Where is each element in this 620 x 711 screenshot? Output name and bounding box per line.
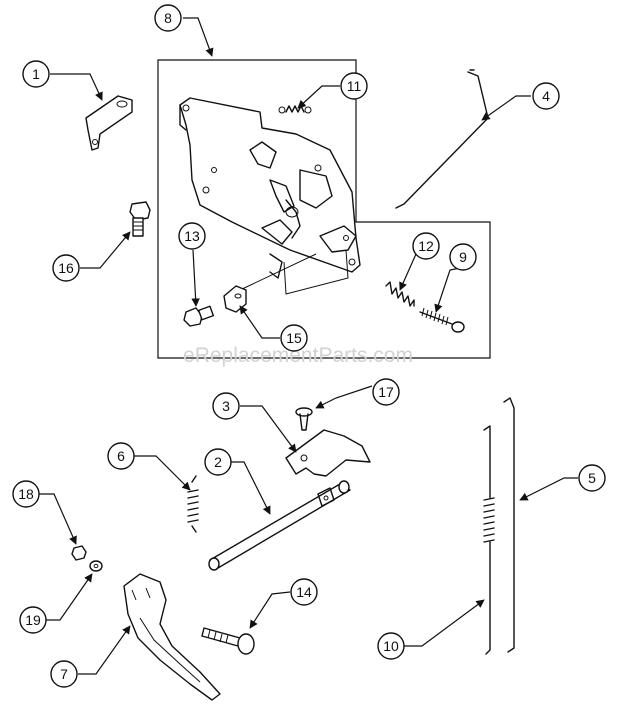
part-rod-short	[395, 69, 489, 209]
callout-label: 7	[60, 666, 68, 682]
leader-lines	[36, 17, 578, 675]
callout-label: 5	[588, 470, 596, 486]
callout-1: 1	[22, 60, 50, 88]
part-spring-12	[385, 281, 415, 307]
part-lever	[123, 573, 221, 701]
part-small-spring	[278, 105, 312, 114]
callout-label: 10	[383, 638, 399, 654]
callout-8: 8	[154, 4, 182, 32]
callout-19: 19	[19, 606, 47, 634]
part-washer	[89, 560, 103, 572]
callout-16: 16	[52, 254, 80, 282]
callout-label: 9	[459, 249, 467, 265]
part-bolt-9	[419, 307, 465, 333]
callout-3: 3	[212, 392, 240, 420]
callout-18: 18	[12, 480, 40, 508]
callout-label: 8	[164, 10, 172, 26]
callout-9: 9	[449, 243, 477, 271]
callout-5: 5	[578, 464, 606, 492]
callout-label: 13	[184, 228, 200, 244]
callout-label: 12	[418, 238, 434, 254]
callout-7: 7	[50, 660, 78, 688]
part-control-plate	[179, 97, 361, 295]
callout-label: 6	[117, 448, 125, 464]
callout-10: 10	[377, 632, 405, 660]
callout-label: 19	[25, 612, 41, 628]
callout-label: 16	[58, 260, 74, 276]
part-rod-spring	[483, 425, 495, 655]
callout-2: 2	[204, 448, 232, 476]
callout-13: 13	[178, 222, 206, 250]
part-plate-3	[285, 429, 371, 477]
callout-label: 1	[32, 66, 40, 82]
part-bolt-16	[129, 201, 151, 237]
part-shaft	[208, 480, 351, 571]
callout-label: 17	[378, 384, 394, 400]
part-clip-15	[223, 285, 247, 313]
callout-14: 14	[290, 578, 318, 606]
callout-6: 6	[107, 442, 135, 470]
assembly-boundary	[157, 59, 491, 359]
part-bracket	[85, 95, 133, 151]
callout-4: 4	[532, 82, 560, 110]
callout-label: 11	[347, 78, 362, 94]
callout-15: 15	[280, 324, 308, 352]
callout-label: 14	[296, 584, 312, 600]
callout-17: 17	[372, 378, 400, 406]
part-screw-13	[183, 305, 215, 327]
callout-label: 2	[214, 454, 222, 470]
part-bolt-14	[201, 627, 255, 655]
watermark-text: eReplacementParts.com	[183, 344, 413, 367]
callout-label: 3	[222, 398, 230, 414]
part-screw-17	[295, 407, 313, 431]
callout-11: 11	[340, 72, 368, 100]
callout-label: 4	[542, 88, 550, 104]
part-rod-long	[503, 397, 515, 653]
callout-label: 15	[286, 330, 302, 346]
part-nut	[71, 545, 87, 561]
callout-label: 18	[18, 486, 34, 502]
part-spring-6	[187, 475, 199, 533]
callout-12: 12	[412, 232, 440, 260]
